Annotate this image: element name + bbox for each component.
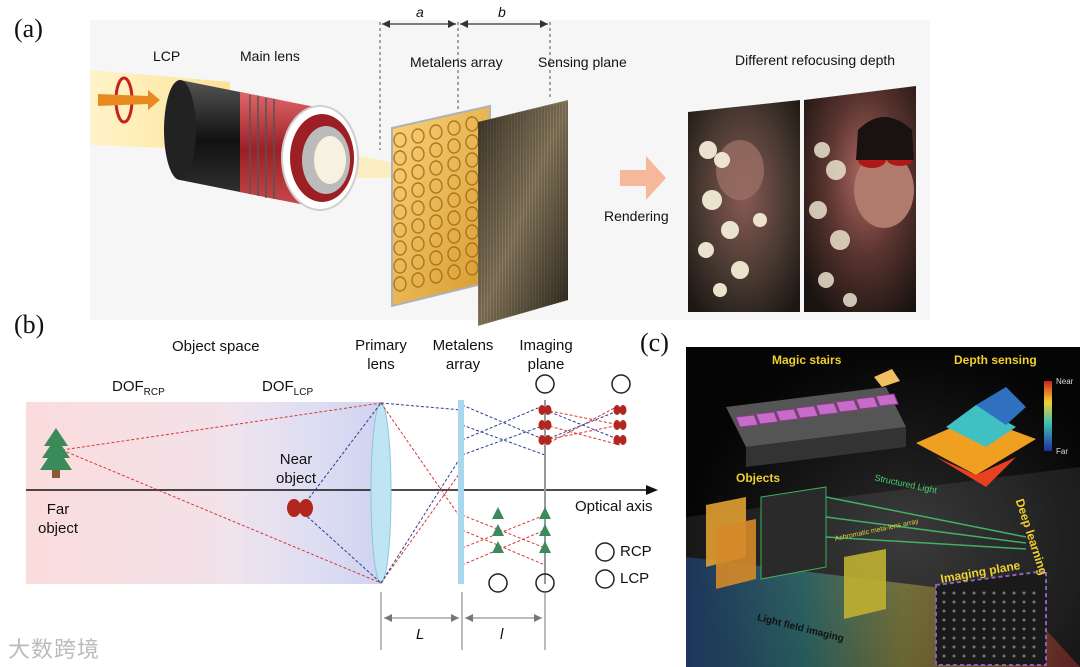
dim-l-label: l <box>500 626 503 643</box>
dof-rcp-label: DOFRCP <box>112 378 165 398</box>
object-space-label: Object space <box>172 338 260 355</box>
rendering-label: Rendering <box>604 208 669 224</box>
dim-b-label: b <box>498 4 506 20</box>
depth-sensing-label: Depth sensing <box>954 353 1037 367</box>
lcp-label: LCP <box>153 48 180 64</box>
panel-c-figure: Magic stairs Depth sensing Near Far Obje… <box>686 347 1080 667</box>
optical-axis-label: Optical axis <box>575 498 653 515</box>
rcp-label: RCP <box>620 543 652 560</box>
near-label: Near <box>1056 377 1073 386</box>
dof-lcp-label: DOFLCP <box>262 378 313 398</box>
panel-b-label: (b) <box>14 310 44 340</box>
watermark: 大数跨境 <box>8 632 100 664</box>
main-lens-label: Main lens <box>240 48 300 64</box>
refocusing-label: Different refocusing depth <box>735 52 895 68</box>
objects-label: Objects <box>736 471 780 485</box>
panel-c-label: (c) <box>640 328 669 358</box>
far-label: Far <box>1056 447 1068 456</box>
magic-stairs-label: Magic stairs <box>772 353 841 367</box>
dim-L-label: L <box>416 626 424 643</box>
metalens-array-label: Metalens array <box>410 54 503 70</box>
dim-a-label: a <box>416 4 424 20</box>
sensing-plane-label: Sensing plane <box>538 54 627 70</box>
lcp-b-label: LCP <box>620 570 649 587</box>
